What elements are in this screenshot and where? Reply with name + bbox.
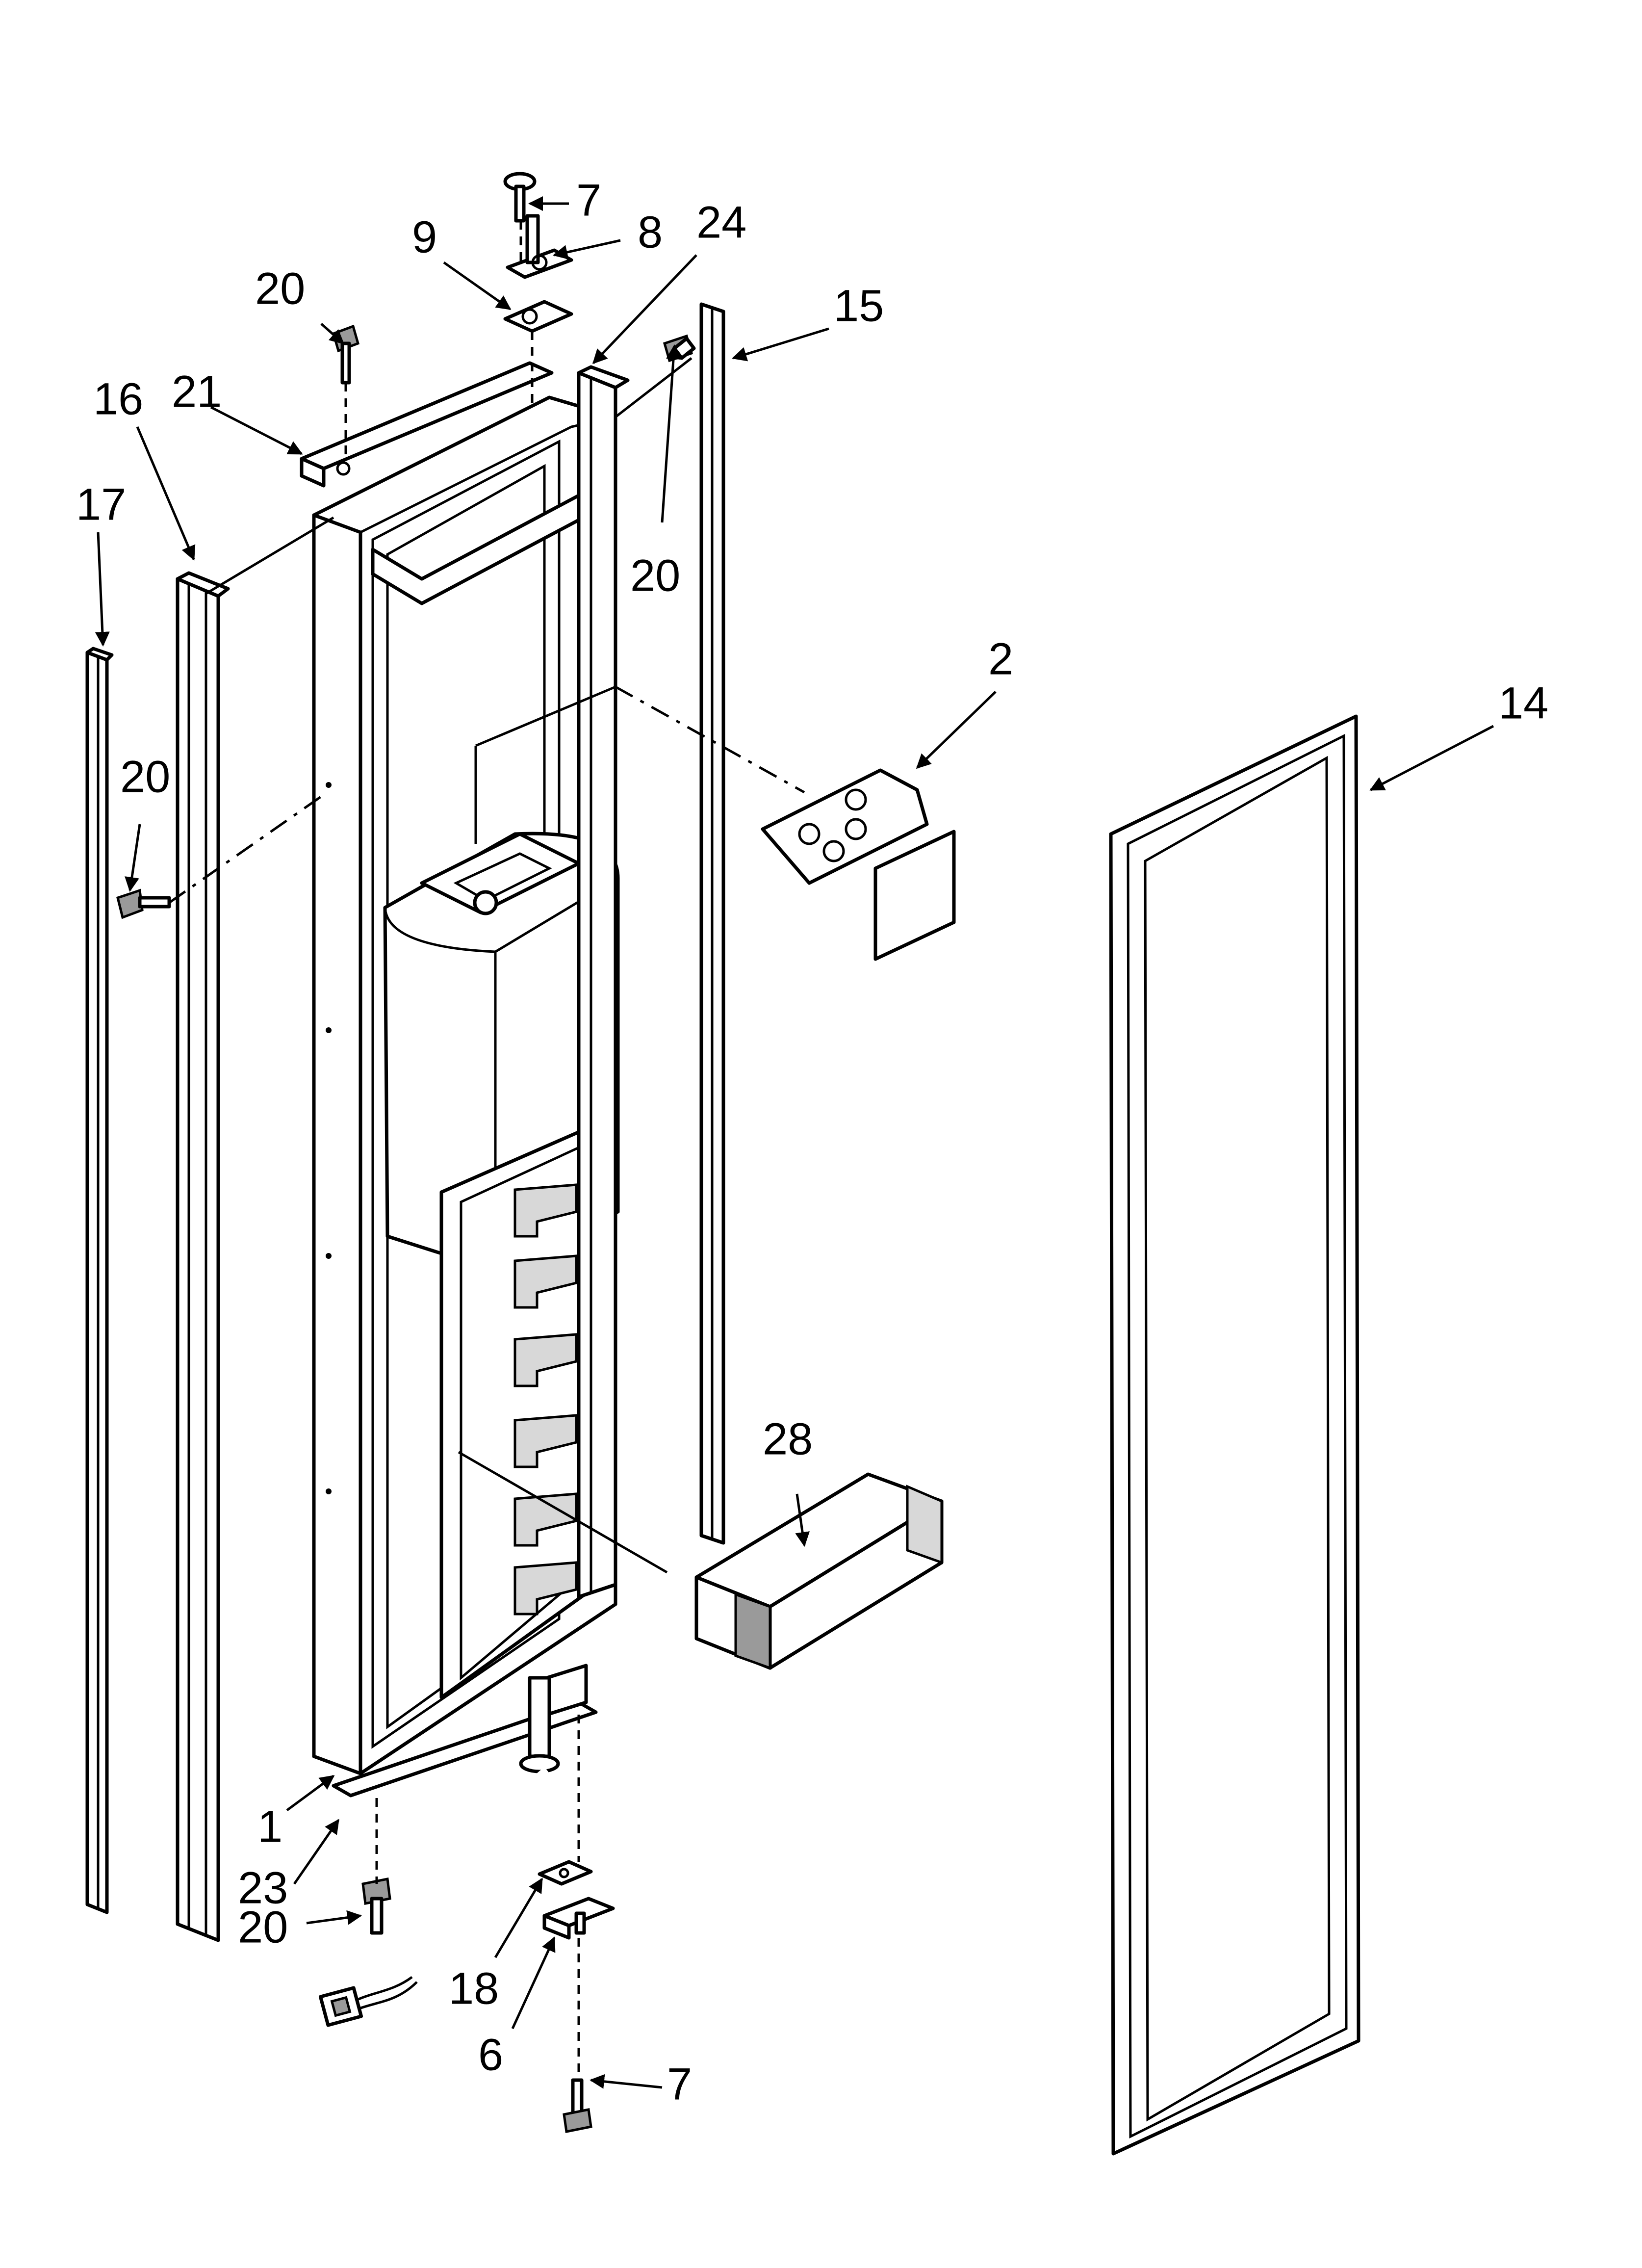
label-part-20-top: 20 [255, 263, 305, 313]
screw-20-left [116, 888, 171, 919]
label-part-6: 6 [478, 2030, 503, 2080]
label-part-2: 2 [988, 634, 1013, 684]
channel-16 [176, 571, 230, 1942]
top-bracket-21 [300, 361, 554, 488]
screw-20-top [332, 324, 360, 385]
label-part-7-bottom: 7 [667, 2059, 692, 2109]
label-part-1: 1 [257, 1801, 282, 1851]
screw-20-bottom [361, 1877, 391, 1935]
trim-strip-17 [85, 647, 114, 1914]
label-part-8: 8 [638, 207, 663, 257]
hinge-plate-2 [761, 768, 956, 961]
alignment-lines [168, 221, 805, 2080]
screw-7-bottom [563, 2078, 592, 2133]
door-liner-1 [312, 395, 620, 1775]
label-part-20-left: 20 [120, 752, 170, 802]
bottom-hinge-6 [542, 1897, 615, 1940]
shelf-tabs [513, 1183, 578, 1616]
screw-20-right [663, 334, 696, 363]
label-part-14: 14 [1498, 678, 1548, 728]
label-part-20-right: 20 [630, 550, 680, 600]
label-part-17: 17 [76, 479, 126, 529]
top-hinge-8 [506, 214, 573, 279]
shim-18 [538, 1860, 593, 1886]
part-labels: 7 8 24 9 20 15 16 21 17 20 2 14 20 28 1 … [76, 175, 1548, 2109]
label-part-28: 28 [763, 1414, 813, 1464]
label-part-20-bottom: 20 [238, 1902, 288, 1952]
door-bin-28 [694, 1472, 944, 1670]
channel-24 [577, 365, 630, 1599]
label-part-21: 21 [172, 366, 222, 417]
label-part-7-top: 7 [576, 175, 601, 225]
hinge-shim-9 [503, 300, 573, 333]
strip-15 [699, 302, 725, 1545]
wire-harness [318, 1676, 563, 2027]
label-part-9: 9 [412, 212, 437, 262]
label-part-23: 23 [238, 1863, 288, 1913]
screw-7-top [503, 172, 537, 223]
label-part-15: 15 [834, 281, 884, 331]
label-part-16: 16 [93, 374, 143, 424]
door-gasket-14 [1109, 714, 1360, 2156]
label-part-24: 24 [696, 197, 746, 247]
screw-holes-left [326, 782, 332, 1494]
label-part-18: 18 [449, 1963, 499, 2013]
leader-arrows [95, 196, 1494, 2089]
